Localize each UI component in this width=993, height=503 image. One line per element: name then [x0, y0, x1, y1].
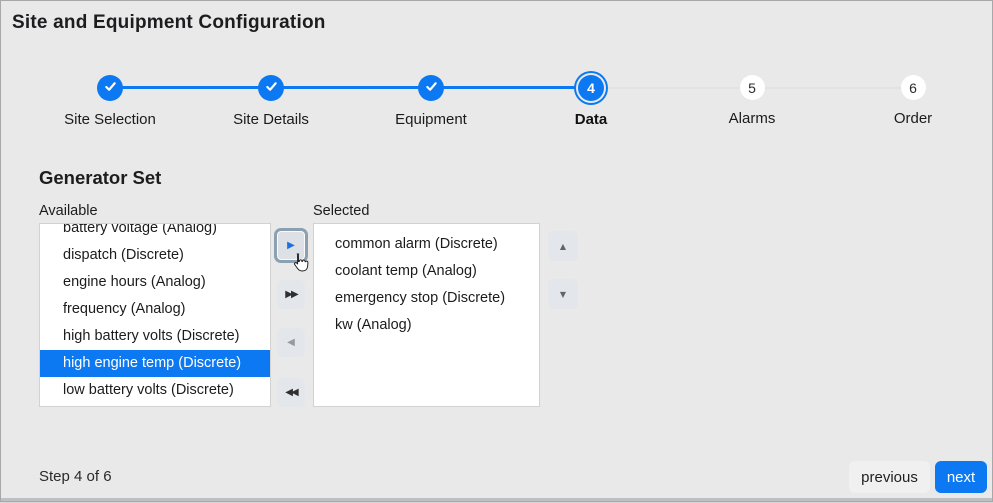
step-upcoming-circle[interactable]: 6 — [900, 75, 926, 100]
step-complete-circle[interactable] — [97, 75, 123, 101]
check-icon — [425, 80, 438, 96]
section-title: Generator Set — [39, 167, 162, 188]
list-item[interactable]: common alarm (Discrete) — [335, 236, 498, 252]
step-label: Site Selection — [64, 111, 156, 128]
arrow-right-icon: ▶ — [287, 240, 295, 251]
move-down-button[interactable]: ▼ — [548, 279, 578, 309]
double-arrow-left-icon: ◀◀ — [285, 387, 298, 398]
list-item[interactable]: engine hours (Analog) — [63, 274, 206, 290]
step-active-circle[interactable]: 4 — [578, 75, 604, 101]
step-label: Site Details — [233, 111, 309, 128]
step-data-current[interactable]: 4 Data — [521, 75, 661, 128]
list-item[interactable]: emergency stop (Discrete) — [335, 290, 506, 306]
step-equipment[interactable]: Equipment — [361, 75, 501, 128]
check-icon — [265, 80, 278, 96]
list-item[interactable]: high battery volts (Discrete) — [63, 328, 240, 344]
move-all-right-button[interactable]: ▶▶ — [277, 280, 305, 309]
stepper-connector-complete — [110, 86, 591, 89]
page-title: Site and Equipment Configuration — [12, 12, 326, 33]
list-item[interactable]: battery voltage (Analog) — [63, 223, 217, 236]
next-button[interactable]: next — [935, 461, 987, 493]
step-indicator: Step 4 of 6 — [39, 468, 112, 485]
step-label: Data — [574, 111, 608, 128]
available-list-label: Available — [39, 203, 98, 219]
check-icon — [104, 80, 117, 96]
list-item[interactable]: coolant temp (Analog) — [335, 263, 477, 279]
list-item[interactable]: kw (Analog) — [335, 317, 412, 333]
move-all-left-button[interactable]: ◀◀ — [277, 378, 305, 407]
selected-listbox[interactable]: common alarm (Discrete) coolant temp (An… — [313, 223, 540, 407]
double-arrow-right-icon: ▶▶ — [285, 289, 298, 300]
step-complete-circle[interactable] — [258, 75, 284, 101]
arrow-left-icon: ◀ — [287, 337, 295, 348]
list-item[interactable]: low battery volts (Discrete) — [63, 382, 234, 398]
step-label: Order — [893, 110, 933, 127]
list-item[interactable]: dispatch (Discrete) — [63, 247, 184, 263]
move-left-button[interactable]: ◀ — [277, 328, 305, 357]
available-listbox[interactable]: battery voltage (Analog) dispatch (Discr… — [39, 223, 271, 407]
step-site-details[interactable]: Site Details — [201, 75, 341, 128]
move-up-button[interactable]: ▲ — [548, 231, 578, 261]
step-label: Alarms — [728, 110, 776, 127]
step-site-selection[interactable]: Site Selection — [40, 75, 180, 128]
step-order[interactable]: 6 Order — [843, 75, 983, 127]
arrow-down-icon: ▼ — [559, 289, 567, 299]
move-right-button[interactable]: ▶ — [274, 228, 308, 263]
step-complete-circle[interactable] — [418, 75, 444, 101]
step-label: Equipment — [395, 111, 467, 128]
selected-list-label: Selected — [313, 203, 370, 219]
step-upcoming-circle[interactable]: 5 — [739, 75, 765, 100]
arrow-up-icon: ▲ — [559, 241, 567, 251]
step-alarms[interactable]: 5 Alarms — [682, 75, 822, 127]
list-item[interactable]: frequency (Analog) — [63, 301, 186, 317]
previous-button[interactable]: previous — [849, 461, 930, 493]
list-item-selected[interactable]: high engine temp (Discrete) — [40, 350, 270, 377]
